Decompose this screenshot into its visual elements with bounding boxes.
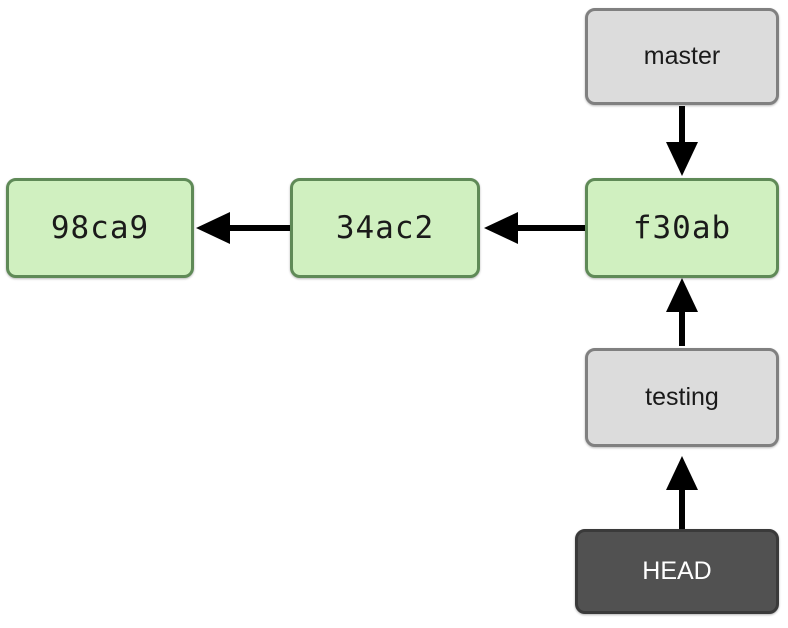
branch-label-testing: testing bbox=[645, 383, 719, 411]
edge-head-to-testing bbox=[666, 456, 698, 530]
branch-node-testing[interactable]: testing bbox=[585, 348, 779, 447]
commit-label-f30ab: f30ab bbox=[632, 209, 732, 246]
edge-testing-to-f30ab bbox=[666, 278, 698, 346]
commit-node-98ca9[interactable]: 98ca9 bbox=[6, 178, 194, 278]
head-pointer-node[interactable]: HEAD bbox=[575, 529, 779, 614]
edge-master-to-f30ab bbox=[666, 106, 698, 176]
commit-label-98ca9: 98ca9 bbox=[50, 209, 150, 246]
commit-label-34ac2: 34ac2 bbox=[335, 209, 435, 246]
branch-node-master[interactable]: master bbox=[585, 8, 779, 105]
edge-f30ab-to-34ac2 bbox=[484, 212, 586, 244]
branch-label-master: master bbox=[643, 42, 721, 70]
commit-node-f30ab[interactable]: f30ab bbox=[585, 178, 779, 278]
commit-node-34ac2[interactable]: 34ac2 bbox=[290, 178, 480, 278]
head-pointer-label: HEAD bbox=[642, 557, 712, 585]
edge-34ac2-to-98ca9 bbox=[196, 212, 292, 244]
